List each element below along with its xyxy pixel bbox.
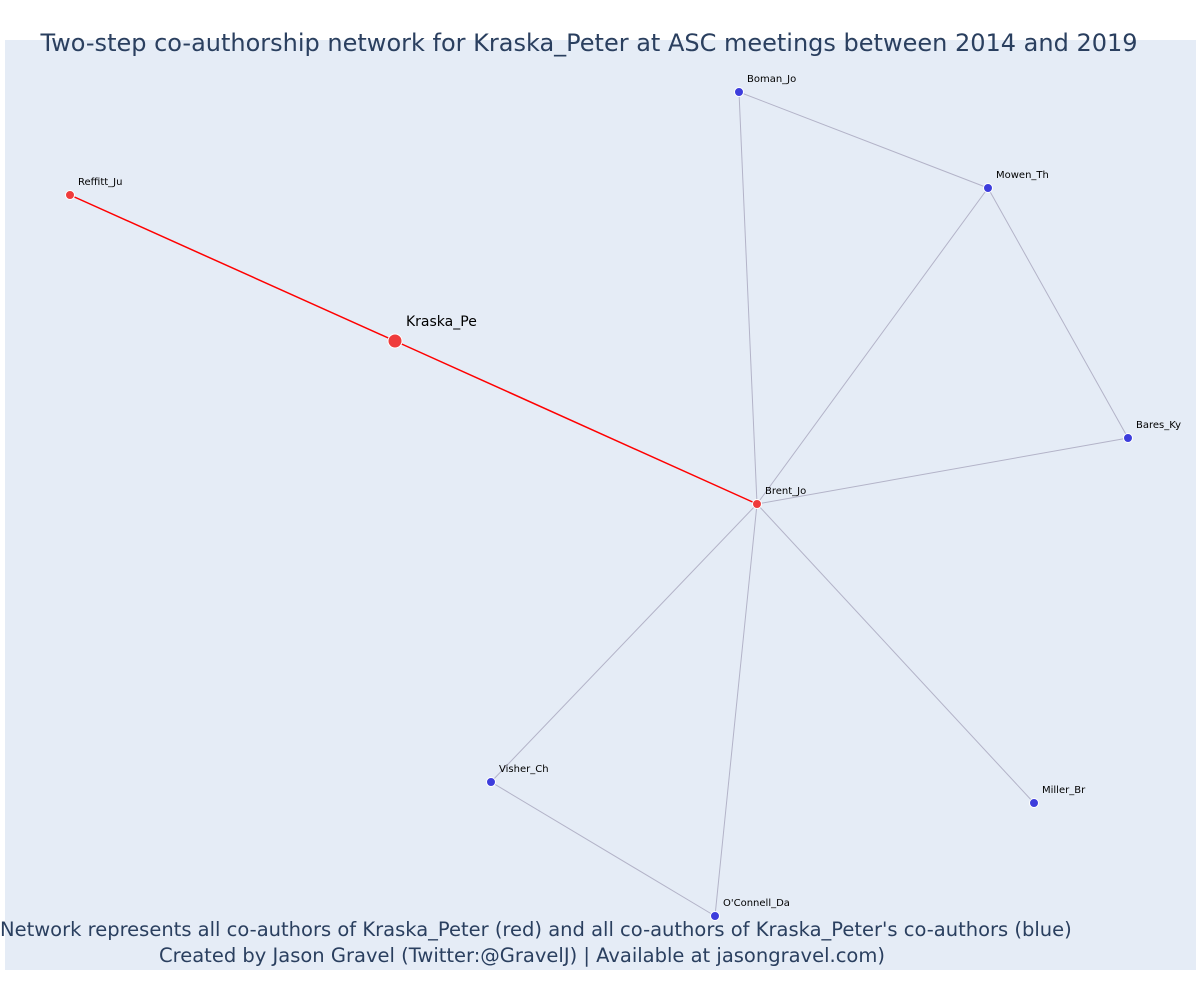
node-label-Bares_Ky: Bares_Ky xyxy=(1136,420,1181,431)
edge-Brent_Jo-Visher_Ch xyxy=(490,503,758,783)
node-Mowen_Th[interactable] xyxy=(983,183,993,193)
edge-Kraska_Pe-Brent_Jo xyxy=(394,340,758,505)
node-label-Brent_Jo: Brent_Jo xyxy=(765,486,806,497)
node-label-Kraska_Pe: Kraska_Pe xyxy=(406,314,477,330)
node-Bares_Ky[interactable] xyxy=(1123,433,1133,443)
edge-Visher_Ch-OConnell_Da xyxy=(490,781,716,917)
edge-Boman_Jo-Brent_Jo xyxy=(738,91,758,505)
edge-Mowen_Th-Brent_Jo xyxy=(756,187,989,505)
edge-Reffitt_Ju-Kraska_Pe xyxy=(69,194,396,342)
nodes-layer xyxy=(65,87,1133,921)
caption-line-1: Network represents all co-authors of Kra… xyxy=(0,918,1072,941)
node-label-Boman_Jo: Boman_Jo xyxy=(747,74,796,85)
node-Brent_Jo[interactable] xyxy=(752,499,762,509)
node-Visher_Ch[interactable] xyxy=(486,777,496,787)
plot-background xyxy=(5,40,1196,970)
caption-line-2: Created by Jason Gravel (Twitter:@Gravel… xyxy=(159,944,885,967)
edge-Boman_Jo-Mowen_Th xyxy=(738,91,989,189)
edges-layer xyxy=(69,91,1129,917)
edge-Bares_Ky-Brent_Jo xyxy=(756,437,1129,505)
node-label-OConnell_Da: O'Connell_Da xyxy=(723,898,790,909)
node-label-Reffitt_Ju: Reffitt_Ju xyxy=(78,177,122,188)
node-Reffitt_Ju[interactable] xyxy=(65,190,75,200)
edge-Brent_Jo-OConnell_Da xyxy=(714,503,758,917)
node-label-Mowen_Th: Mowen_Th xyxy=(996,170,1049,181)
edge-Brent_Jo-Miller_Br xyxy=(756,503,1035,804)
node-label-Miller_Br: Miller_Br xyxy=(1042,785,1086,796)
node-OConnell_Da[interactable] xyxy=(710,911,720,921)
node-label-Visher_Ch: Visher_Ch xyxy=(499,764,549,775)
chart-title: Two-step co-authorship network for Krask… xyxy=(40,29,1138,57)
edge-Mowen_Th-Bares_Ky xyxy=(987,187,1129,439)
node-Boman_Jo[interactable] xyxy=(734,87,744,97)
node-Kraska_Pe[interactable] xyxy=(387,333,403,349)
node-Miller_Br[interactable] xyxy=(1029,798,1039,808)
